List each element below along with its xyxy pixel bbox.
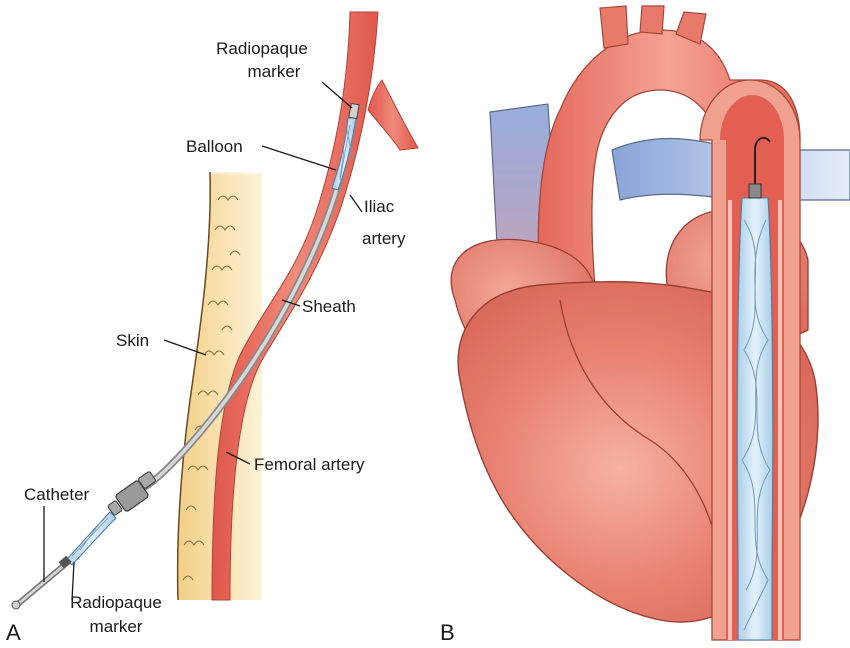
panel-a: Radiopaque marker Balloon Iliac artery S… — [6, 12, 418, 645]
label-sheath: Sheath — [302, 297, 356, 316]
catheter-tip — [12, 601, 20, 609]
label-radiopaque-marker-bottom-2: marker — [90, 617, 143, 636]
label-femoral-artery: Femoral artery — [254, 455, 365, 474]
label-radiopaque-marker-top-2: marker — [248, 62, 301, 81]
label-balloon: Balloon — [186, 137, 243, 156]
balloon-bottom-folds — [72, 518, 108, 556]
panel-letter-b: B — [440, 620, 455, 645]
arch-branch-2 — [640, 6, 664, 34]
label-catheter: Catheter — [24, 485, 90, 504]
aorta-catheter-marker — [749, 184, 761, 198]
catheter-highlight — [18, 562, 68, 604]
arch-branch-1 — [600, 6, 628, 48]
catheter-hub — [107, 471, 156, 516]
artery-branch — [368, 80, 418, 150]
label-radiopaque-marker-top-1: Radiopaque — [216, 39, 308, 58]
panel-b: B — [440, 6, 850, 645]
label-skin: Skin — [116, 331, 149, 350]
label-iliac-2: artery — [362, 229, 406, 248]
balloon-bottom — [66, 512, 116, 565]
label-radiopaque-marker-bottom-1: Radiopaque — [70, 593, 162, 612]
radiopaque-marker-top — [349, 103, 359, 118]
label-iliac-1: Iliac — [364, 197, 395, 216]
panel-letter-a: A — [6, 620, 21, 645]
